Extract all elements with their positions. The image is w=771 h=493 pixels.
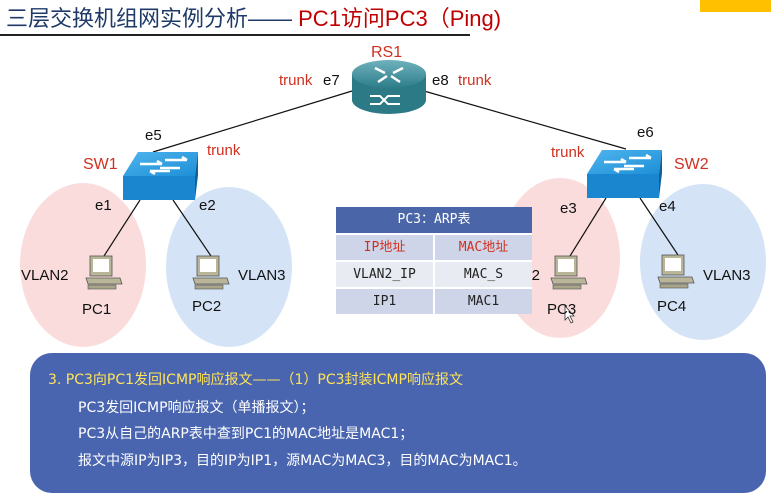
vlan2-area-left [20, 183, 146, 347]
pc2-vlan-label: VLAN3 [238, 267, 286, 284]
router-port-right: e8 [432, 72, 449, 89]
explanation-line: PC3发回ICMP响应报文（单播报文）； [78, 400, 315, 416]
pc-icon [550, 255, 588, 290]
router-name: RS1 [371, 44, 403, 61]
sw2-port-a: e3 [560, 200, 577, 217]
arp-cell-ip: IP1 [336, 287, 433, 314]
switch-icon [123, 152, 198, 200]
switch-icon [587, 150, 662, 198]
pc3-name: PC3 [547, 301, 577, 318]
link-sw1-pc1 [103, 199, 141, 257]
link-sw2-pc3 [569, 197, 607, 257]
arp-header-ip: IP地址 [336, 233, 433, 260]
slide-title-sub: PC1访问PC3（Ping) [292, 6, 502, 31]
mouse-cursor-icon [564, 304, 575, 324]
slide-title-main: 三层交换机组网实例分析—— [6, 6, 293, 31]
slide-title: 三层交换机组网实例分析—— PC1访问PC3（Ping) [6, 4, 501, 34]
router-left-trunk-label: trunk [279, 72, 313, 89]
sw1-trunk-label: trunk [207, 142, 241, 159]
pc1-vlan-label: VLAN2 [21, 267, 69, 284]
arp-table-header-row: IP地址 MAC地址 [336, 233, 532, 260]
pc-icon [192, 255, 230, 290]
pc1-name: PC1 [82, 301, 112, 318]
arp-table-title: PC3：ARP表 [336, 207, 532, 233]
explanation-heading: 3. PC3向PC1发回ICMP响应报文——（1）PC3封装ICMP响应报文 [48, 372, 463, 388]
arp-table: PC3：ARP表 IP地址 MAC地址 VLAN2_IP MAC_S IP1 M… [336, 207, 532, 314]
arp-cell-ip: VLAN2_IP [336, 260, 433, 287]
link-rs1-sw2 [423, 90, 627, 150]
vlan3-area-right [640, 184, 766, 340]
sw1-port-a: e1 [95, 197, 112, 214]
sw2-trunk-label: trunk [551, 144, 585, 161]
pc2-name: PC2 [192, 298, 222, 315]
link-sw1-pc2 [172, 199, 212, 257]
arp-cell-mac: MAC_S [433, 260, 532, 287]
pc4-vlan-label: VLAN3 [703, 267, 751, 284]
router-icon [352, 60, 426, 114]
table-row: VLAN2_IP MAC_S [336, 260, 532, 287]
link-sw2-pc4 [639, 197, 679, 256]
corner-accent-bar [700, 0, 771, 12]
sw1-port-b: e2 [199, 197, 216, 214]
sw2-port-b: e4 [659, 198, 676, 215]
arp-cell-mac: MAC1 [433, 287, 532, 314]
arp-header-mac: MAC地址 [433, 233, 532, 260]
pc-icon [657, 254, 695, 289]
router-port-left: e7 [323, 72, 340, 89]
table-row: IP1 MAC1 [336, 287, 532, 314]
title-divider [0, 34, 470, 36]
explanation-line: PC3从自己的ARP表中查到PC1的MAC地址是MAC1； [78, 426, 414, 442]
router-right-trunk-label: trunk [458, 72, 492, 89]
sw2-name: SW2 [674, 156, 709, 173]
pc-icon [85, 255, 123, 290]
vlan3-area-left [166, 187, 292, 347]
explanation-box: 3. PC3向PC1发回ICMP响应报文——（1）PC3封装ICMP响应报文 P… [30, 353, 766, 493]
link-rs1-sw1 [152, 90, 353, 153]
sw2-uplink-port: e6 [637, 124, 654, 141]
sw1-uplink-port: e5 [145, 127, 162, 144]
pc3-vlan-label: VLAN2 [530, 268, 540, 284]
sw1-name: SW1 [83, 156, 118, 173]
pc4-name: PC4 [657, 298, 687, 315]
explanation-line: 报文中源IP为IP3，目的IP为IP1，源MAC为MAC3，目的MAC为MAC1… [78, 453, 527, 469]
